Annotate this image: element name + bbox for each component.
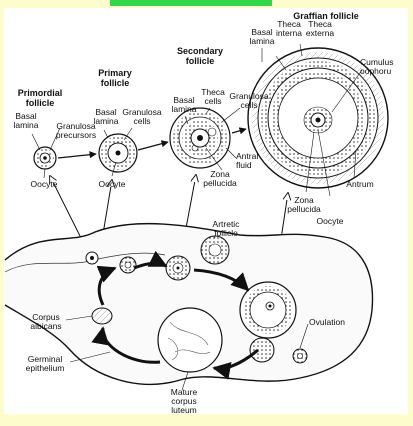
primordial-follicle-heading: Primordial follicle <box>8 88 72 108</box>
label-oocyte-primordial: Oocyte <box>24 180 64 189</box>
label-zona-pellucida-secondary: Zona pellucida <box>196 170 244 188</box>
label-zona-pellucida-graafian: Zona pellucida <box>280 196 328 214</box>
label-mature-corpus-luteum: Mature corpus luteum <box>162 388 206 415</box>
label-antral-fluid: Antral fluid <box>236 152 276 170</box>
label-oocyte-graafian: Oocyte <box>310 217 350 226</box>
label-cumulus-oophorus: Cumulus oophoru <box>360 58 408 76</box>
label-ovulation: Ovulation <box>302 318 352 327</box>
label-basal-lamina-primordial: Basal lamina <box>6 112 46 130</box>
label-granulosa-cells-secondary: Granulosa cells <box>226 92 272 110</box>
label-theca-externa: Theca externa <box>300 20 340 38</box>
primary-follicle-heading: Primary follicle <box>90 68 140 88</box>
label-corpus-albicans: Corpus albicans <box>24 313 68 331</box>
label-antrum: Antrum <box>340 180 380 189</box>
label-granulosa-cells-primary: Granulosa cells <box>118 108 166 126</box>
secondary-follicle-heading: Secondary follicle <box>170 46 230 66</box>
secondary-follicle-drawing <box>170 108 230 168</box>
label-theca-cells: Theca cells <box>196 88 230 106</box>
label-atretic-follicle: Artretic follicle <box>204 220 248 238</box>
label-germinal-epithelium: Germinal epithelium <box>20 355 70 373</box>
primordial-follicle-drawing <box>34 147 56 169</box>
primary-follicle-drawing <box>99 134 137 172</box>
label-oocyte-primary: Oocyte <box>92 180 132 189</box>
